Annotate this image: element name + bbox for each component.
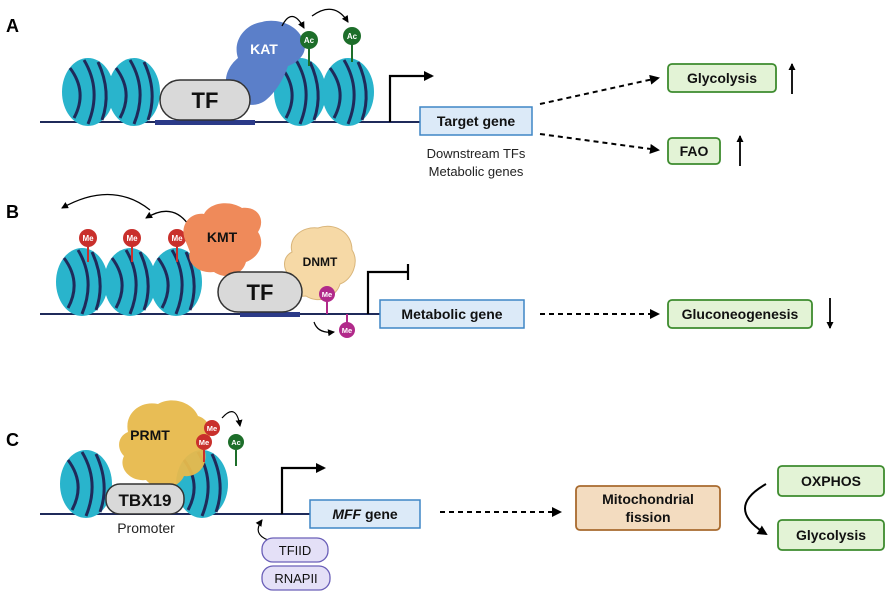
methyl-mark <box>123 229 141 247</box>
methyl-mark <box>168 229 186 247</box>
methyl-mark <box>196 434 212 450</box>
gene-note-line2: Metabolic genes <box>429 164 524 179</box>
methyl-mark-label: Me <box>171 234 183 243</box>
panel-a: A KAT TF Ac Ac <box>6 8 796 179</box>
tf-protein <box>159 79 251 121</box>
acetyl-mark <box>228 434 244 450</box>
acetyl-mark-label: Ac <box>347 32 358 41</box>
tfiid-label: TFIID <box>279 543 312 558</box>
rnapii-label: RNAPII <box>274 571 317 586</box>
tbx19-protein <box>105 483 185 515</box>
metabolic-gene-label: Metabolic gene <box>401 306 502 322</box>
panel-c: C PRMT TBX19 Promoter Me Me Ac MFF ge <box>6 400 885 591</box>
promoter-label: Promoter <box>117 520 175 536</box>
glycolysis-box <box>777 519 885 551</box>
rnapii-box <box>261 565 331 591</box>
panel-b-letter: B <box>6 202 19 222</box>
dnmt-label: DNMT <box>303 255 338 269</box>
target-gene-box <box>419 106 533 136</box>
oxphos-label: OXPHOS <box>801 473 861 489</box>
kat-enzyme <box>225 20 305 105</box>
fao-box <box>667 137 721 165</box>
methyl-mark-label: Me <box>126 234 138 243</box>
acetyl-mark-label: Ac <box>231 438 241 447</box>
process-line2: fission <box>625 509 670 525</box>
switch-arrow <box>744 483 768 536</box>
mff-gene-rest: gene <box>361 506 398 522</box>
methyl-mark-label: Me <box>207 424 217 433</box>
acetyl-mark-label: Ac <box>304 36 315 45</box>
mff-gene-label: MFF gene <box>332 506 398 522</box>
oxphos-box <box>777 465 885 497</box>
gluconeogenesis-label: Gluconeogenesis <box>682 306 799 322</box>
process-line1: Mitochondrial <box>602 491 694 507</box>
dna-methyl-mark <box>339 322 355 338</box>
dashed-arrow <box>539 74 660 105</box>
metabolic-gene-box <box>379 299 525 329</box>
transfer-arrow <box>221 411 243 427</box>
transfer-arrow <box>311 8 349 23</box>
methyl-mark <box>79 229 97 247</box>
dna-methyl-mark-label: Me <box>322 290 332 299</box>
prmt-label: PRMT <box>130 427 170 443</box>
fao-label: FAO <box>680 143 709 159</box>
nucleosome <box>104 248 156 316</box>
tf-protein <box>217 271 303 313</box>
transfer-arrow <box>281 15 305 29</box>
mff-gene-italic: MFF <box>332 506 361 522</box>
nucleosome <box>322 58 374 126</box>
kmt-enzyme <box>183 203 262 277</box>
methylation-arrow <box>313 321 335 337</box>
gluconeogenesis-box <box>667 299 813 329</box>
tbx19-label: TBX19 <box>119 491 172 510</box>
nucleosome <box>62 58 114 126</box>
prmt-enzyme <box>119 400 211 488</box>
nucleosome <box>56 248 108 316</box>
gene-note-line1: Downstream TFs <box>427 146 526 161</box>
acetyl-mark <box>300 31 318 49</box>
tf-binding-site <box>240 312 300 317</box>
nucleosome <box>108 58 160 126</box>
tss-arrow <box>280 463 326 514</box>
panel-a-letter: A <box>6 16 19 36</box>
methyl-mark-label: Me <box>82 234 94 243</box>
tss-arrow <box>388 71 434 122</box>
mitochondrial-fission-box <box>575 485 721 531</box>
dna-methyl-mark-label: Me <box>342 326 352 335</box>
glycolysis-label: Glycolysis <box>687 70 757 86</box>
dashed-arrow <box>539 133 660 154</box>
acetyl-mark <box>343 27 361 45</box>
tfiid-box <box>261 537 329 563</box>
tf-binding-site <box>155 120 255 125</box>
spreading-arrow <box>61 193 151 211</box>
spreading-arrow <box>145 210 189 225</box>
dna-methyl-mark <box>319 286 335 302</box>
kat-label: KAT <box>250 41 278 57</box>
panel-b: B Me Me Me KMT DNMT <box>6 193 834 338</box>
glycolysis-box <box>667 63 777 93</box>
nucleosome <box>150 248 202 316</box>
target-gene-label: Target gene <box>437 113 516 129</box>
recruitment-arrow <box>255 519 269 541</box>
methyl-mark-label: Me <box>199 438 209 447</box>
glycolysis-label: Glycolysis <box>796 527 866 543</box>
tf-label: TF <box>192 88 219 113</box>
kmt-label: KMT <box>207 229 238 245</box>
repressed-tss <box>366 270 408 314</box>
tf-label: TF <box>247 280 274 305</box>
nucleosome <box>60 450 112 518</box>
mff-gene-box <box>309 499 421 529</box>
methyl-mark <box>204 420 220 436</box>
panel-c-letter: C <box>6 430 19 450</box>
